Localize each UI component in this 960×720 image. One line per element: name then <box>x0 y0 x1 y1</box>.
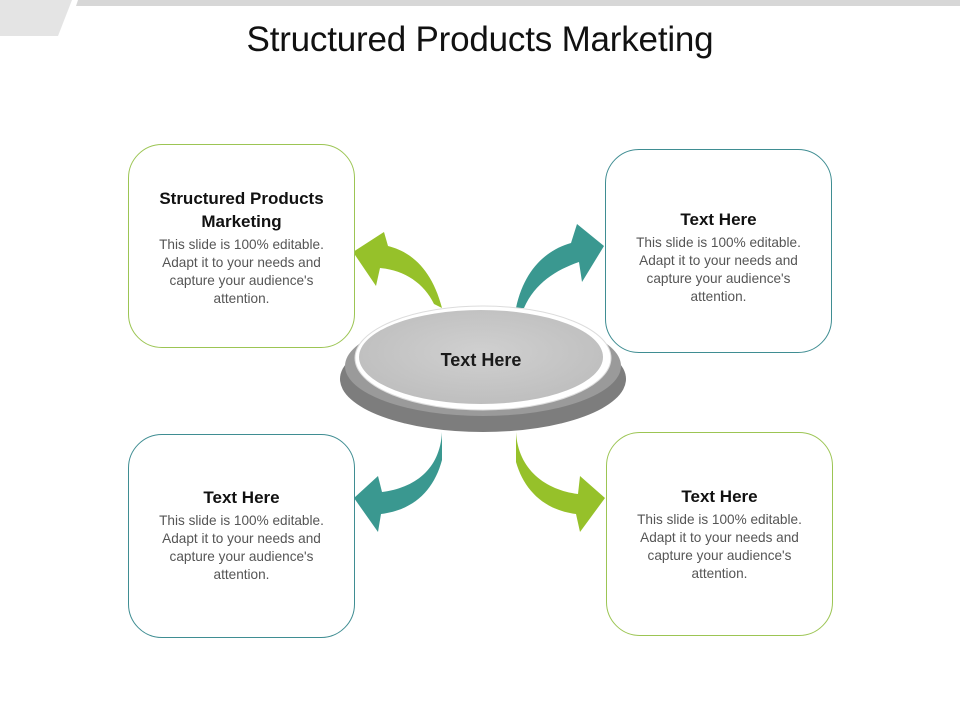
arrow-bottom-right <box>516 432 605 532</box>
card-bottom-right-body: This slide is 100% editable. Adapt it to… <box>637 512 802 581</box>
card-bottom-left-title: Text Here <box>203 488 280 507</box>
card-top-right-title: Text Here <box>680 210 757 229</box>
arrow-top-left <box>353 232 442 308</box>
card-top-left-body: This slide is 100% editable. Adapt it to… <box>159 237 324 306</box>
arrow-top-right <box>516 224 604 308</box>
slide-title: Structured Products Marketing <box>246 20 714 59</box>
card-bottom-left-body: This slide is 100% editable. Adapt it to… <box>159 513 324 582</box>
hub-label: Text Here <box>440 350 522 370</box>
hub-top <box>359 310 603 404</box>
card-top-left-title: Structured Products Marketing <box>159 189 324 231</box>
card-top-left: Structured Products Marketing This slide… <box>128 144 355 348</box>
card-bottom-right-title: Text Here <box>681 487 758 506</box>
card-top-right: Text Here This slide is 100% editable. A… <box>605 149 832 353</box>
card-bottom-right: Text Here This slide is 100% editable. A… <box>606 432 833 636</box>
card-bottom-left: Text Here This slide is 100% editable. A… <box>128 434 355 638</box>
card-top-right-body: This slide is 100% editable. Adapt it to… <box>636 235 801 304</box>
arrow-bottom-left <box>354 432 442 532</box>
top-decor-band <box>0 0 960 36</box>
